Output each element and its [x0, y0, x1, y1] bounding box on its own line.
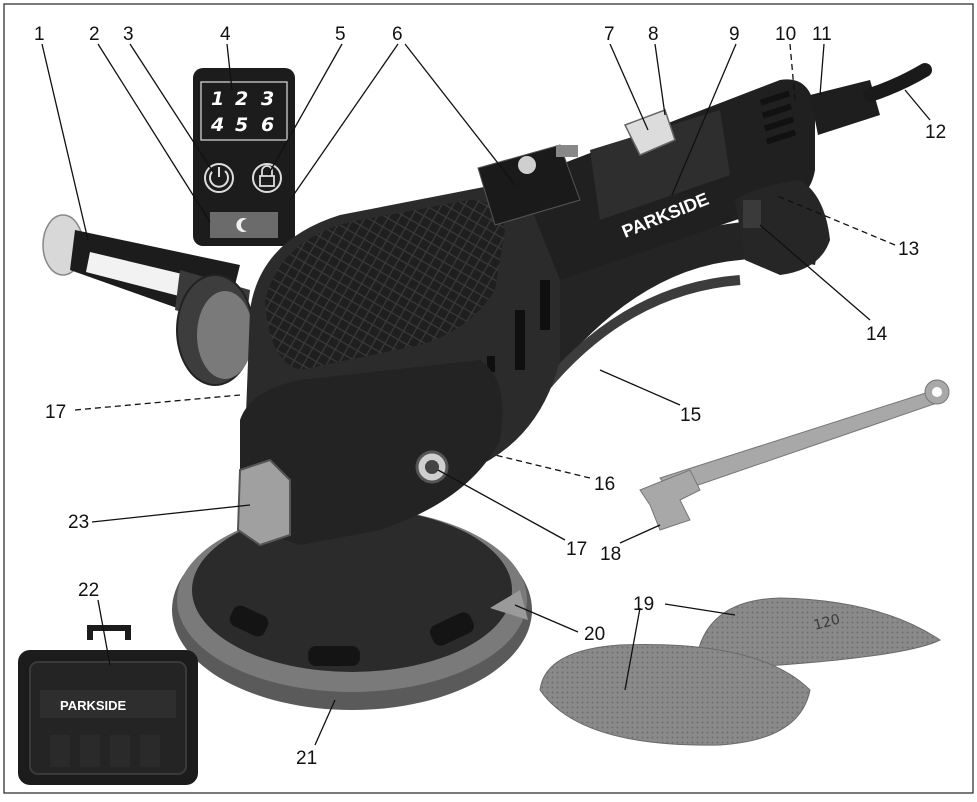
motor-vents	[759, 90, 797, 145]
tube-indicator	[518, 156, 536, 174]
callout-10: 10	[775, 24, 796, 45]
callout-13: 13	[898, 239, 919, 260]
lower-housing	[240, 360, 503, 545]
callout-12: 12	[925, 122, 946, 143]
power-cable	[863, 63, 932, 102]
callout-17-upper: 17	[45, 402, 66, 423]
callout-21: 21	[296, 748, 317, 769]
moon-icon	[236, 218, 247, 232]
control-panel-inset: 1 2 3 4 5 6	[193, 68, 295, 246]
power-icon	[204, 163, 234, 193]
brand-panel	[590, 110, 730, 220]
callout-17-lower: 17	[566, 539, 587, 560]
callout-16: 16	[594, 474, 615, 495]
callout-22: 22	[78, 580, 99, 601]
callout-3: 3	[123, 24, 134, 45]
side-handle	[42, 214, 254, 386]
callout-14: 14	[866, 324, 888, 345]
sleep-sensor-pad	[210, 212, 278, 238]
callout-7: 7	[604, 24, 615, 45]
speed-digit-2: 2	[235, 88, 248, 110]
callout-19-upper: 19	[633, 594, 654, 615]
side-knob-center	[425, 460, 439, 474]
wrench-illustration	[639, 379, 950, 531]
cord-strain-relief	[810, 80, 880, 135]
lock-icon	[252, 163, 282, 193]
sander-illustration: PARKSIDE	[42, 63, 932, 710]
figure-frame	[3, 3, 974, 794]
speed-digit-1: 1	[211, 88, 224, 110]
callout-6: 6	[392, 24, 403, 45]
callout-8: 8	[648, 24, 659, 45]
tube-display	[556, 145, 578, 157]
speed-display-box	[200, 81, 288, 141]
port-latch	[743, 200, 761, 228]
paper-grit-label: 120	[812, 611, 842, 633]
callout-4: 4	[220, 24, 231, 45]
sanding-sheet-upper: 120	[694, 597, 941, 671]
dust-vent-slot	[229, 605, 269, 637]
callout-1: 1	[34, 24, 45, 45]
dust-vent-slot	[308, 646, 360, 666]
speed-digit-4: 4	[210, 114, 224, 136]
callout-18: 18	[600, 544, 621, 565]
callout-labels: 1 2 3 4 5 6 6 7 8 9 10 11 12 13 14 15 16…	[34, 24, 946, 769]
callout-11: 11	[812, 24, 832, 45]
tube-control-panel	[477, 144, 581, 226]
sanding-sheet-lower	[539, 644, 811, 746]
callout-15: 15	[680, 405, 701, 426]
speed-digit-3: 3	[261, 88, 274, 110]
leader-lines	[41, 43, 931, 746]
carry-case-illustration: PARKSIDE	[18, 625, 198, 785]
callout-23: 23	[68, 512, 89, 533]
control-panel-body	[193, 68, 295, 246]
dust-vent-slot	[430, 612, 474, 646]
callout-20: 20	[584, 624, 605, 645]
speed-digit-6: 6	[261, 114, 274, 136]
callout-9: 9	[729, 24, 740, 45]
speed-digit-5: 5	[235, 114, 248, 136]
case-brand-logo: PARKSIDE	[60, 698, 127, 713]
callout-2: 2	[89, 24, 100, 45]
pad-lock-lever	[236, 458, 291, 547]
callout-5: 5	[335, 24, 346, 45]
on-off-switch	[623, 109, 676, 156]
base-pointer	[490, 590, 528, 620]
sanding-base	[172, 508, 532, 710]
grip-texture	[265, 200, 505, 370]
